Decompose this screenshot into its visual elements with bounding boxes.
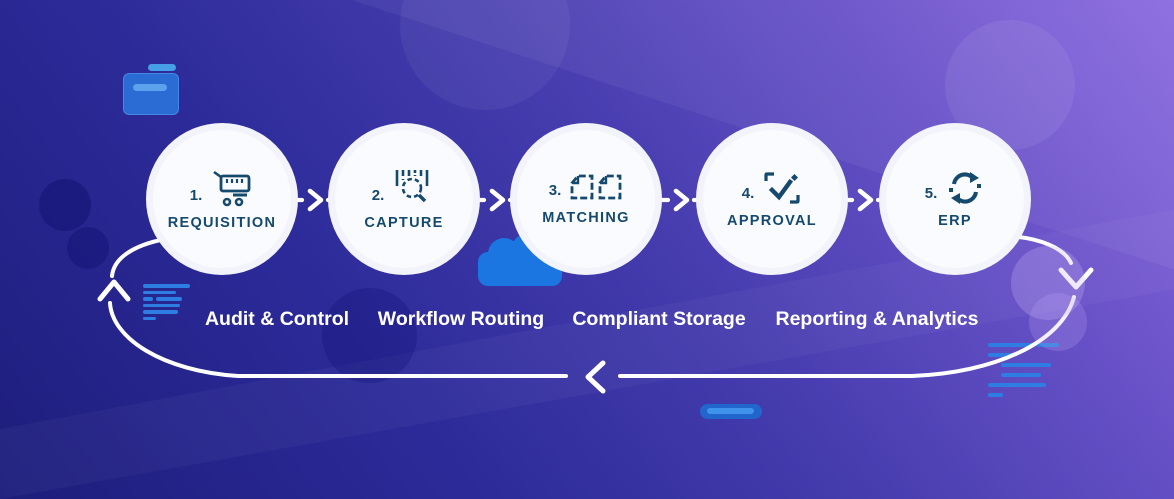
loop-right-lower <box>618 295 1076 378</box>
loop-left-lower <box>108 301 568 378</box>
checkbox-approve-icon <box>762 170 802 206</box>
window-card-topbar <box>148 64 176 71</box>
step-label: MATCHING <box>542 209 630 226</box>
step-number: 4. <box>741 184 755 202</box>
step-label: REQUISITION <box>167 214 277 231</box>
bokeh-circle <box>1011 246 1085 320</box>
step-number: 5. <box>924 184 938 202</box>
window-card-bar <box>133 84 167 91</box>
step-number: 1. <box>189 186 203 204</box>
step-number: 3. <box>548 181 562 199</box>
chevron-right-icon <box>307 188 324 212</box>
cycle-label-compliant-storage: Compliant Storage <box>572 308 746 330</box>
shopping-cart-icon <box>210 168 254 208</box>
cycle-label-audit-control: Audit & Control <box>204 308 350 330</box>
cycle-label-reporting-analytics: Reporting & Analytics <box>775 308 979 330</box>
step-erp: 5. ERP <box>879 123 1031 275</box>
bokeh-circle <box>39 179 91 231</box>
step-approval: 4. APPROVAL <box>696 123 848 275</box>
barcode-scan-icon <box>392 168 436 208</box>
step-capture: 2. CAPTURE <box>328 123 480 275</box>
chevron-left-icon <box>585 360 606 394</box>
chevron-up-icon <box>97 279 131 302</box>
text-lines-right <box>988 343 1059 397</box>
step-label: ERP <box>938 212 972 229</box>
chevron-right-icon <box>489 188 506 212</box>
pill-icon-bar <box>707 408 754 414</box>
bokeh-circle <box>67 227 109 269</box>
chevron-right-icon <box>857 188 874 212</box>
chevron-right-icon <box>673 188 690 212</box>
window-card-icon <box>123 73 179 115</box>
chevron-down-icon <box>1058 267 1094 290</box>
sync-arrows-icon <box>945 170 985 206</box>
cycle-label-workflow-routing: Workflow Routing <box>377 308 545 330</box>
bokeh-circle <box>322 288 417 383</box>
step-label: CAPTURE <box>364 214 444 231</box>
step-number: 2. <box>371 186 385 204</box>
step-matching: 3. MATCHING <box>510 123 662 275</box>
text-lines-left <box>143 284 190 320</box>
bokeh-circle <box>1029 293 1087 351</box>
step-label: APPROVAL <box>727 212 817 229</box>
step-requisition: 1. REQUISITION <box>146 123 298 275</box>
document-match-icon <box>569 173 623 203</box>
